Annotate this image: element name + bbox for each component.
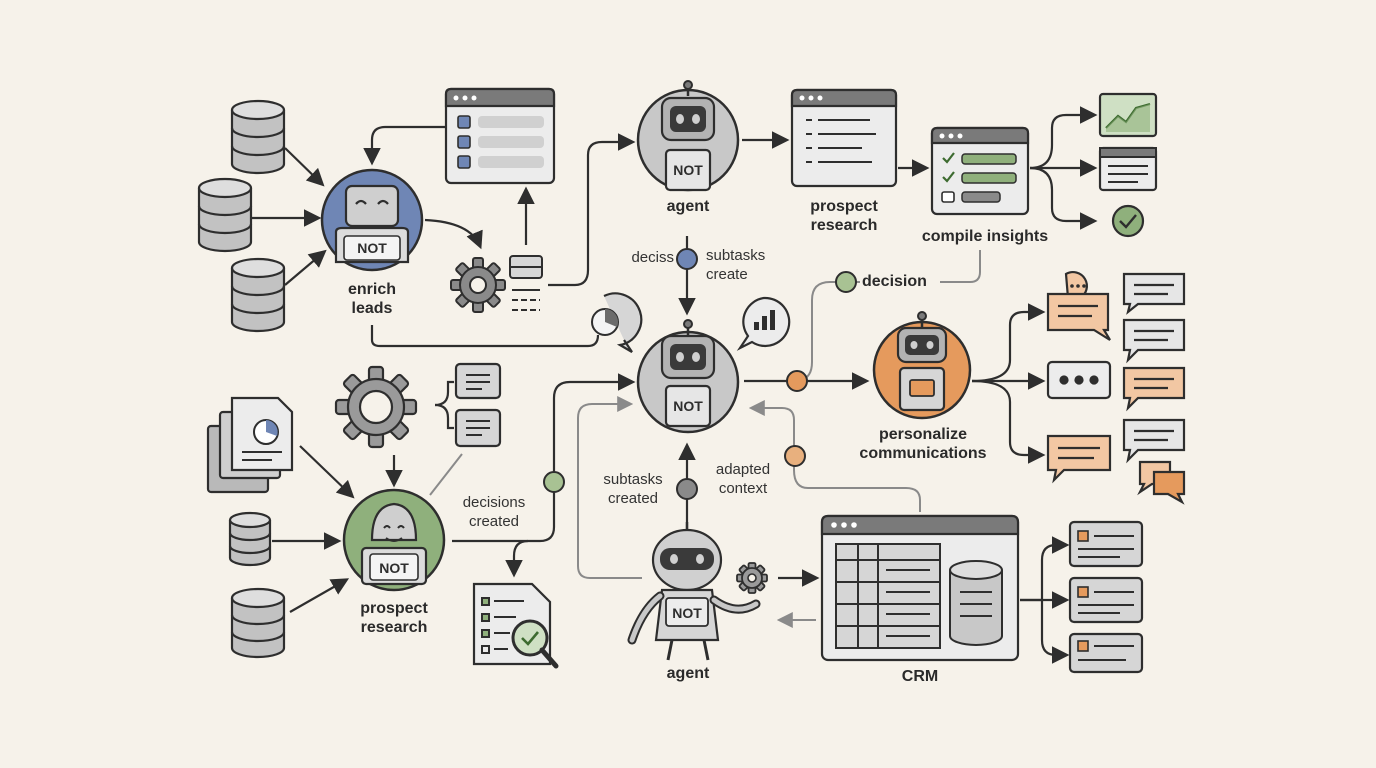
- typing-bubble-icon: [1046, 360, 1112, 400]
- trend-chart-icon: [1098, 92, 1158, 138]
- label-decision: decision: [862, 273, 927, 290]
- connectors: [252, 106, 1098, 664]
- small-gear-icon: [736, 562, 768, 594]
- document-window-icon: [790, 88, 898, 188]
- label-deciss: deciss: [631, 249, 674, 266]
- robot-badge: NOT: [357, 240, 387, 256]
- junction-dot-green: [835, 271, 857, 293]
- junction-dot-grey: [676, 478, 698, 500]
- crm-record-card-icon: [1068, 576, 1144, 624]
- data-panel-icon: [509, 255, 543, 311]
- label-agent-bottom: agent: [666, 665, 710, 682]
- agent-robot-top-icon: NOT: [636, 80, 740, 192]
- database-icon: [230, 99, 286, 175]
- gear-icon: [450, 257, 506, 313]
- message-bubble-icon: [1122, 418, 1186, 464]
- database-icon: [230, 257, 286, 333]
- label-subtasks-created: subtasks created: [603, 471, 663, 507]
- message-bubble-icon: [1122, 366, 1186, 412]
- junction-dot-green: [543, 471, 565, 493]
- compile-insights-window-icon: [930, 126, 1030, 216]
- database-icon: [197, 177, 253, 253]
- check-circle-icon: [1111, 204, 1145, 238]
- label-personalize-communications: personalize communications: [859, 426, 987, 462]
- search-document-icon: [472, 582, 559, 669]
- large-gear-icon: [334, 365, 418, 449]
- central-agent-robot-icon: NOT: [636, 319, 740, 434]
- junction-dot-blue: [676, 248, 698, 270]
- label-subtasks-create: subtasks create: [706, 247, 766, 283]
- enrich-robot-icon: NOT: [320, 168, 424, 272]
- robot-badge: NOT: [672, 605, 702, 621]
- crm-window-icon: [820, 514, 1020, 662]
- label-compile-insights: compile insights: [921, 228, 1049, 245]
- agent-robot-bottom-icon: NOT: [627, 522, 761, 661]
- crm-record-card-icon: [1068, 632, 1144, 674]
- robot-badge: NOT: [673, 162, 703, 178]
- message-bubble-icon: [1046, 292, 1111, 341]
- label-enrich-leads: enrich leads: [347, 281, 396, 317]
- message-bubble-icon: [1046, 434, 1112, 484]
- junction-dot-orange: [784, 445, 806, 467]
- database-icon: [230, 587, 286, 659]
- conversation-bubbles-icon: [1137, 460, 1186, 505]
- chat-bubbles: [1046, 271, 1186, 505]
- small-window-icon: [1098, 146, 1158, 192]
- crm-record-card-icon: [1068, 520, 1144, 568]
- database-icon: [228, 511, 272, 567]
- label-crm: CRM: [901, 668, 939, 685]
- robot-badge: NOT: [673, 398, 703, 414]
- junction-dot-orange: [786, 370, 808, 392]
- label-decisions-created: decisions created: [462, 494, 526, 530]
- checklist-window-icon: [444, 87, 556, 185]
- note-icon: [454, 408, 502, 448]
- bar-chart-bubble-icon: [736, 296, 791, 351]
- pie-chart-bubble-icon: [591, 292, 643, 353]
- document-stack-icon: [206, 396, 294, 494]
- personalize-robot-icon: [872, 311, 972, 420]
- label-agent-top: agent: [666, 198, 710, 215]
- prospect-robot-icon: NOT: [342, 488, 446, 592]
- message-bubble-icon: [1122, 318, 1186, 364]
- label-prospect-research-top: prospect research: [810, 198, 878, 234]
- robot-badge: NOT: [379, 560, 409, 576]
- label-prospect-research-bottom: prospect research: [360, 600, 428, 636]
- message-bubble-icon: [1122, 272, 1186, 315]
- label-adapted-context: adapted context: [715, 461, 771, 497]
- note-icon: [454, 362, 502, 400]
